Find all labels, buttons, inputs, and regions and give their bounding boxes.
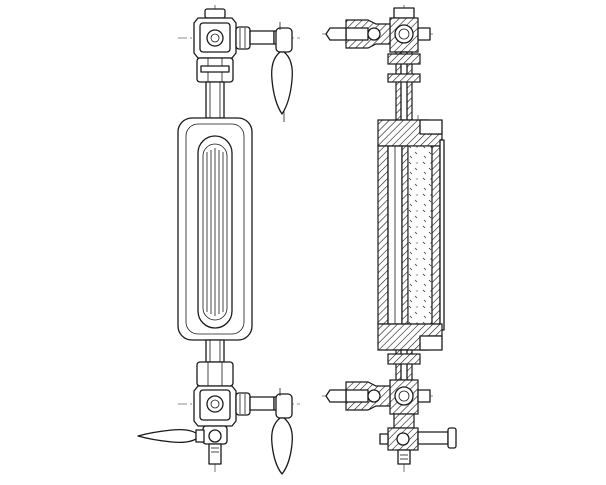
section-view — [322, 5, 457, 472]
lower-right-handle — [271, 388, 293, 475]
front-body — [177, 117, 253, 341]
lower-valve-section — [325, 349, 457, 465]
upper-handle — [271, 22, 293, 122]
glass-body-section — [377, 119, 445, 351]
front-view — [137, 5, 300, 475]
lower-valve — [193, 339, 283, 465]
upper-valve-section — [325, 7, 431, 121]
upper-valve — [193, 8, 283, 119]
drain-handle — [137, 428, 205, 444]
